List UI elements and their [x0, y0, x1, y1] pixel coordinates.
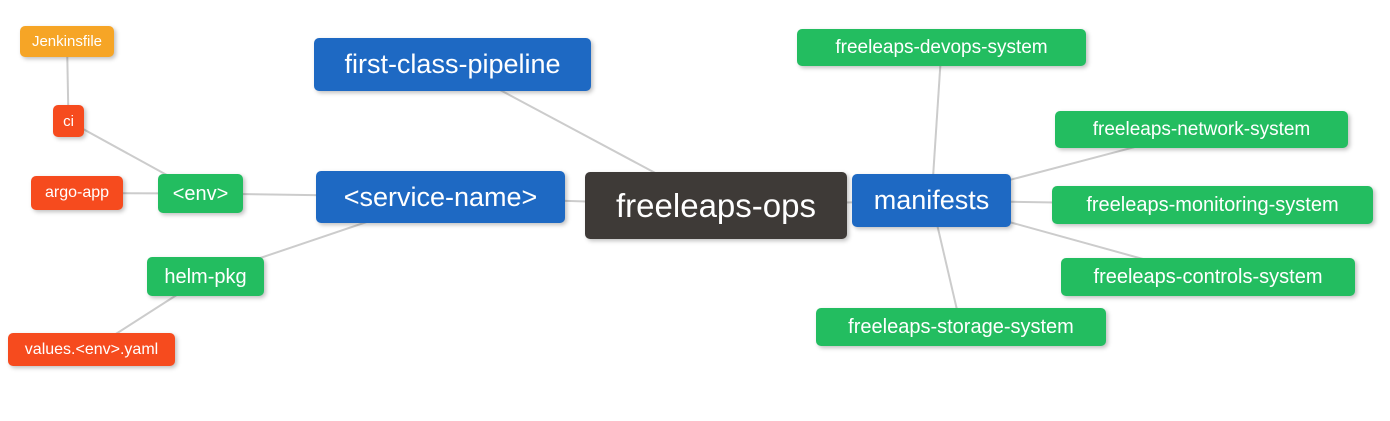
node-freeleaps-ops[interactable]: freeleaps-ops: [585, 172, 847, 239]
node-values-env-yaml[interactable]: values.<env>.yaml: [8, 333, 175, 366]
node-jenkinsfile[interactable]: Jenkinsfile: [20, 26, 114, 57]
node-first-class-pipeline[interactable]: first-class-pipeline: [314, 38, 591, 91]
node-ci[interactable]: ci: [53, 105, 84, 137]
node-freeleaps-devops-system[interactable]: freeleaps-devops-system: [797, 29, 1086, 66]
node-freeleaps-network-system[interactable]: freeleaps-network-system: [1055, 111, 1348, 148]
node-argo-app[interactable]: argo-app: [31, 176, 123, 210]
node-helm-pkg[interactable]: helm-pkg: [147, 257, 264, 296]
node-freeleaps-storage-system[interactable]: freeleaps-storage-system: [816, 308, 1106, 346]
node-freeleaps-controls-system[interactable]: freeleaps-controls-system: [1061, 258, 1355, 296]
node-freeleaps-monitoring-system[interactable]: freeleaps-monitoring-system: [1052, 186, 1373, 224]
node-env[interactable]: <env>: [158, 174, 243, 213]
node-manifests[interactable]: manifests: [852, 174, 1011, 227]
node-service-name[interactable]: <service-name>: [316, 171, 565, 223]
